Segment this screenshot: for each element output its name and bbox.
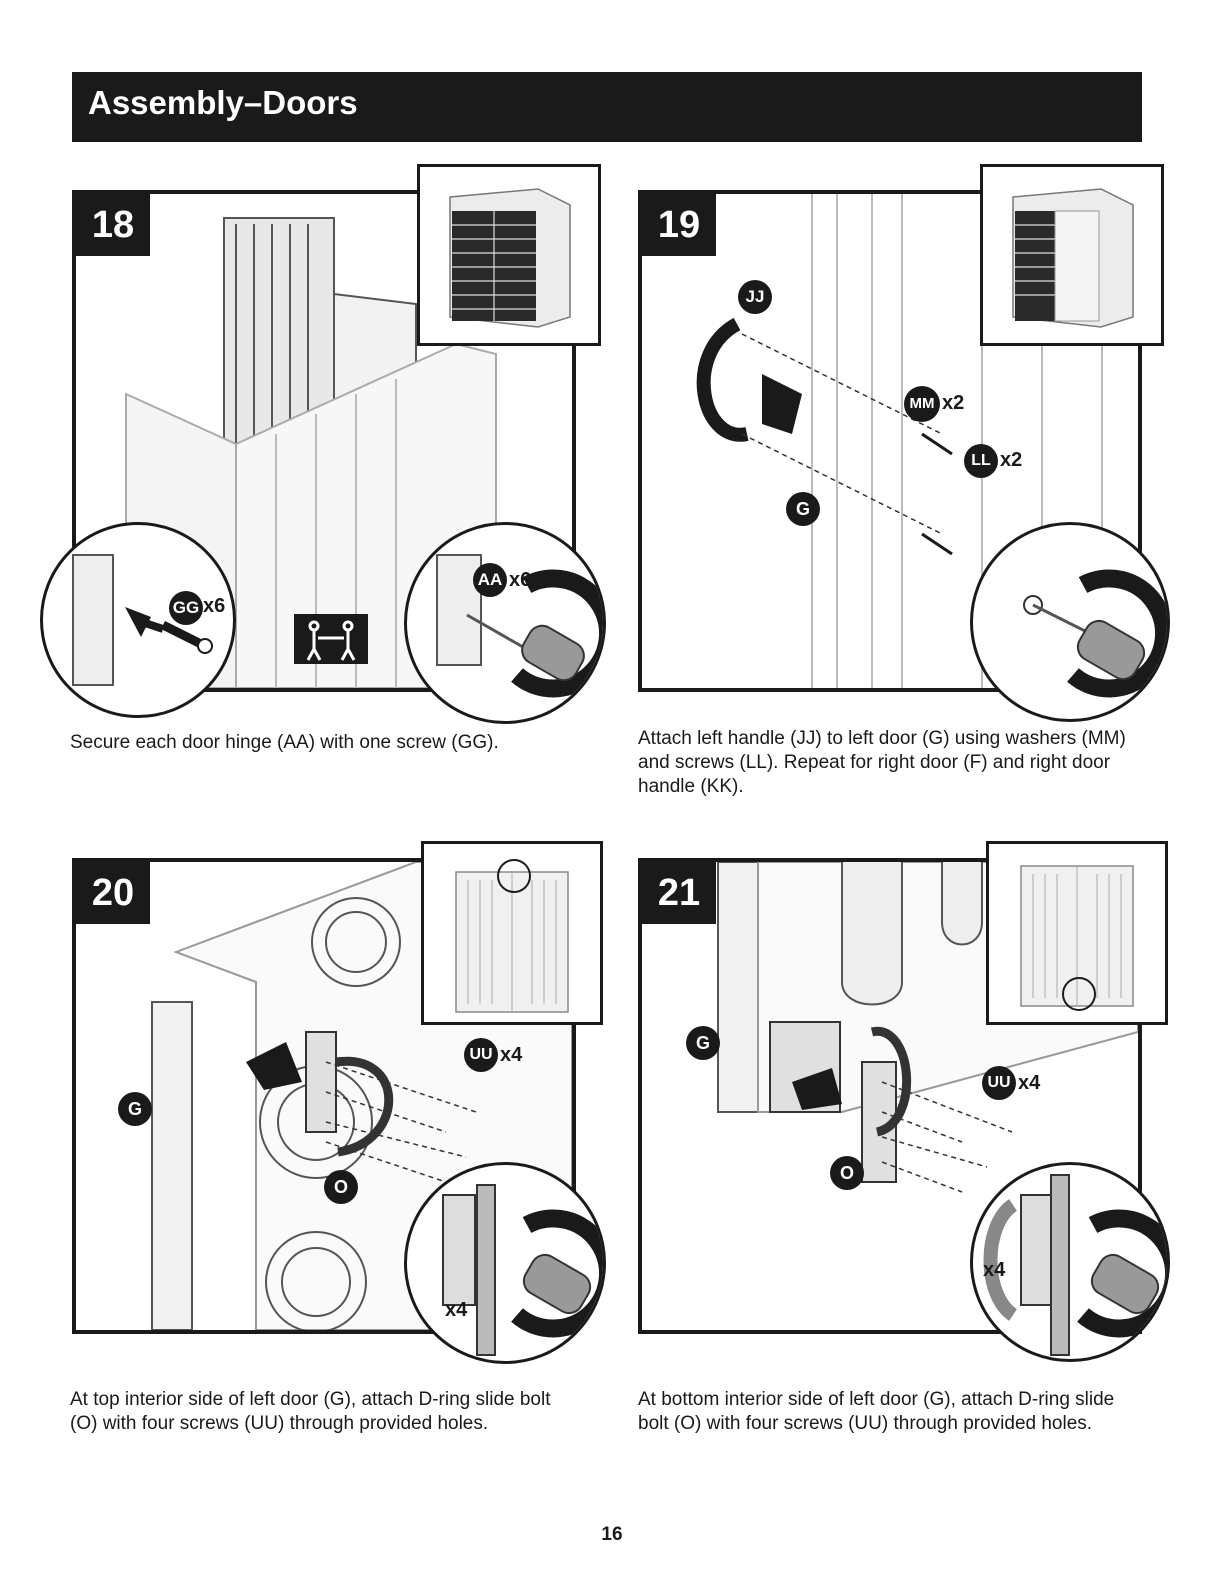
callout-g: G (686, 1026, 720, 1060)
door-bottom-locator-inset (986, 841, 1168, 1025)
callout-gg-qty: x6 (203, 595, 226, 617)
door-thumbnail-icon (455, 859, 569, 1013)
shed-thumbnail-icon (449, 188, 571, 328)
callout-mm-qty: x2 (942, 392, 965, 414)
callout-uu-qty: x4 (500, 1044, 523, 1066)
callout-g: G (786, 492, 820, 526)
step-number: 20 (76, 862, 150, 924)
d-ring-screw-detail-circle: x4 (970, 1162, 1170, 1362)
screw-detail-circle: GG x6 (40, 522, 236, 718)
step-number: 19 (642, 194, 716, 256)
section-title: Assembly–Doors (88, 84, 358, 121)
door-thumbnail-icon (1020, 865, 1134, 1011)
callout-ll-qty: x2 (1000, 449, 1023, 471)
callout-ll: LL (964, 444, 998, 478)
step-18-caption: Secure each door hinge (AA) with one scr… (70, 732, 499, 753)
callout-jj: JJ (738, 280, 772, 314)
callout-o: O (324, 1170, 358, 1204)
x4-label: x4 (983, 1259, 1006, 1281)
callout-gg: GG (169, 591, 203, 625)
callout-mm: MM (904, 386, 940, 422)
section-header: Assembly–Doors (72, 72, 1142, 142)
page-number: 16 (601, 1524, 623, 1545)
callout-o: O (830, 1156, 864, 1190)
hinge-detail-circle: AA x6 (404, 522, 606, 724)
x4-label: x4 (445, 1299, 468, 1321)
d-ring-screw-detail-circle: x4 (404, 1162, 606, 1364)
shed-overview-inset (980, 164, 1164, 346)
step-19-caption: Attach left handle (JJ) to left door (G)… (638, 728, 1126, 797)
callout-g: G (118, 1092, 152, 1126)
shed-thumbnail-icon (1012, 188, 1134, 328)
callout-aa-qty: x6 (509, 569, 532, 591)
step-number: 21 (642, 862, 716, 924)
step-21-caption: At bottom interior side of left door (G)… (638, 1389, 1115, 1434)
step-20-caption: At top interior side of left door (G), a… (70, 1389, 551, 1434)
door-top-locator-inset (421, 841, 603, 1025)
shed-overview-inset (417, 164, 601, 346)
screwdriver-detail-circle (970, 522, 1170, 722)
callout-aa: AA (473, 563, 507, 597)
step-number: 18 (76, 194, 150, 256)
callout-uu-qty: x4 (1018, 1072, 1041, 1094)
callout-uu: UU (464, 1038, 498, 1072)
callout-uu: UU (982, 1066, 1016, 1100)
